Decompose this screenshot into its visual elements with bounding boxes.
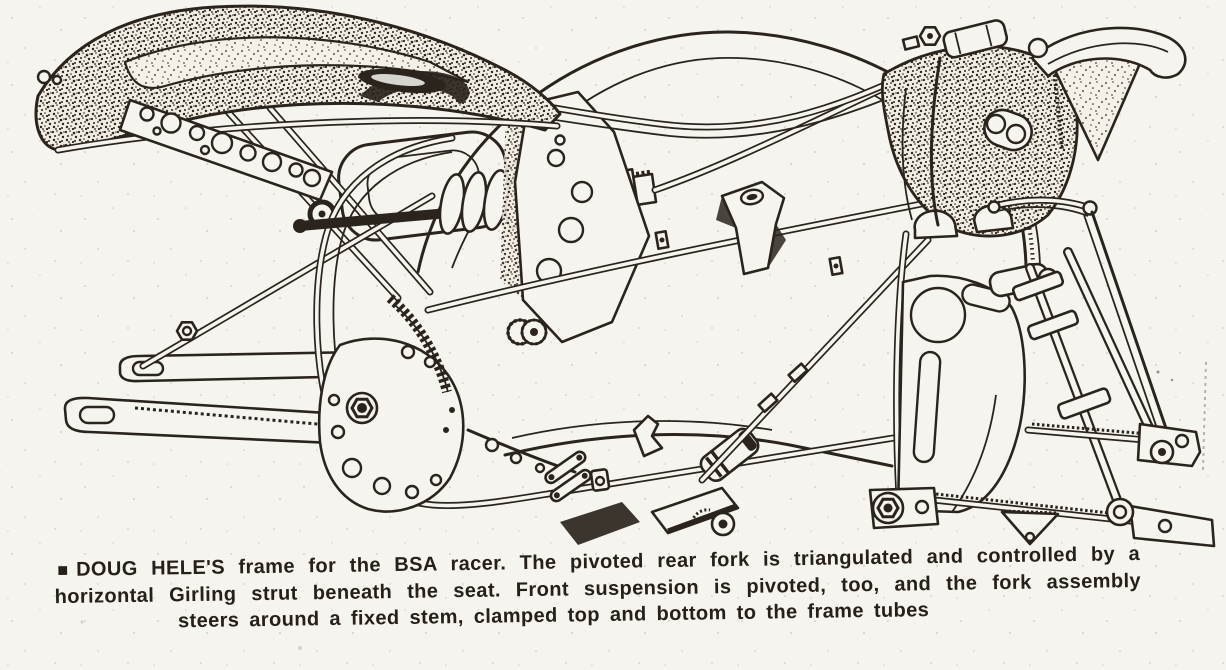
tank-mount-bracket xyxy=(716,180,786,276)
fork-links xyxy=(868,422,1216,548)
engine-mounting-plates xyxy=(317,294,577,513)
lower-diagonal-tube xyxy=(702,240,928,480)
scan-artifacts xyxy=(80,361,1207,650)
caption-bullet-square-icon: ■ xyxy=(57,559,69,581)
bottom-fittings xyxy=(544,414,760,545)
steering-head xyxy=(880,19,1187,240)
front-fork xyxy=(897,210,1172,514)
frame-top-tubes xyxy=(428,77,962,310)
rear-subframe-drilled-bracket xyxy=(118,98,334,202)
